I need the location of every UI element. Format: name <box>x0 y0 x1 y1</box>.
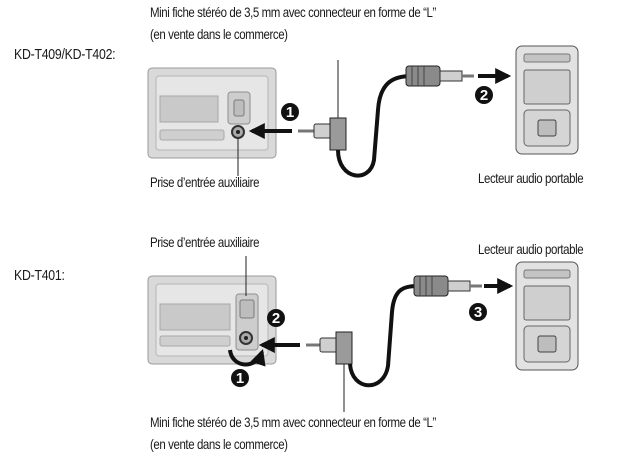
bottom-plug-caption-line2: (en vente dans le commerce) <box>150 436 288 452</box>
svg-text:2: 2 <box>272 310 280 327</box>
svg-text:3: 3 <box>474 304 482 321</box>
bottom-cable <box>348 284 421 388</box>
svg-text:2: 2 <box>480 87 488 104</box>
top-car-stereo <box>147 67 277 159</box>
top-cable <box>336 74 413 178</box>
bottom-l-plug <box>306 331 353 412</box>
top-plug-caption-line2: (en vente dans le commerce) <box>150 26 288 42</box>
top-straight-plug <box>405 65 474 87</box>
svg-text:1: 1 <box>236 370 244 387</box>
top-model-label: KD-T409/KD-T402: <box>14 46 116 63</box>
bottom-model-label: KD-T401: <box>14 267 65 284</box>
svg-text:1: 1 <box>286 104 294 121</box>
bottom-car-stereo <box>147 275 277 365</box>
bottom-straight-plug <box>413 275 482 297</box>
top-player-label: Lecteur audio portable <box>478 170 584 186</box>
bottom-step-3-badge: 3 <box>469 303 487 321</box>
top-step-1-badge: 1 <box>281 103 299 121</box>
bottom-step-2-badge: 2 <box>267 309 285 327</box>
top-aux-jack-label: Prise d’entrée auxiliaire <box>150 174 260 190</box>
bottom-player-label: Lecteur audio portable <box>478 241 584 257</box>
bottom-plug-caption-line1: Mini fiche stéréo de 3,5 mm avec connect… <box>150 414 436 430</box>
top-portable-player <box>515 45 579 155</box>
top-plug-caption-line1: Mini fiche stéréo de 3,5 mm avec connect… <box>150 4 436 20</box>
bottom-portable-player <box>515 261 579 371</box>
top-step-2-badge: 2 <box>475 86 493 104</box>
bottom-aux-jack-label: Prise d’entrée auxiliaire <box>150 234 260 250</box>
bottom-step-1-badge: 1 <box>231 369 249 387</box>
bottom-rotate-arrow <box>228 348 266 367</box>
top-l-plug <box>298 60 347 151</box>
